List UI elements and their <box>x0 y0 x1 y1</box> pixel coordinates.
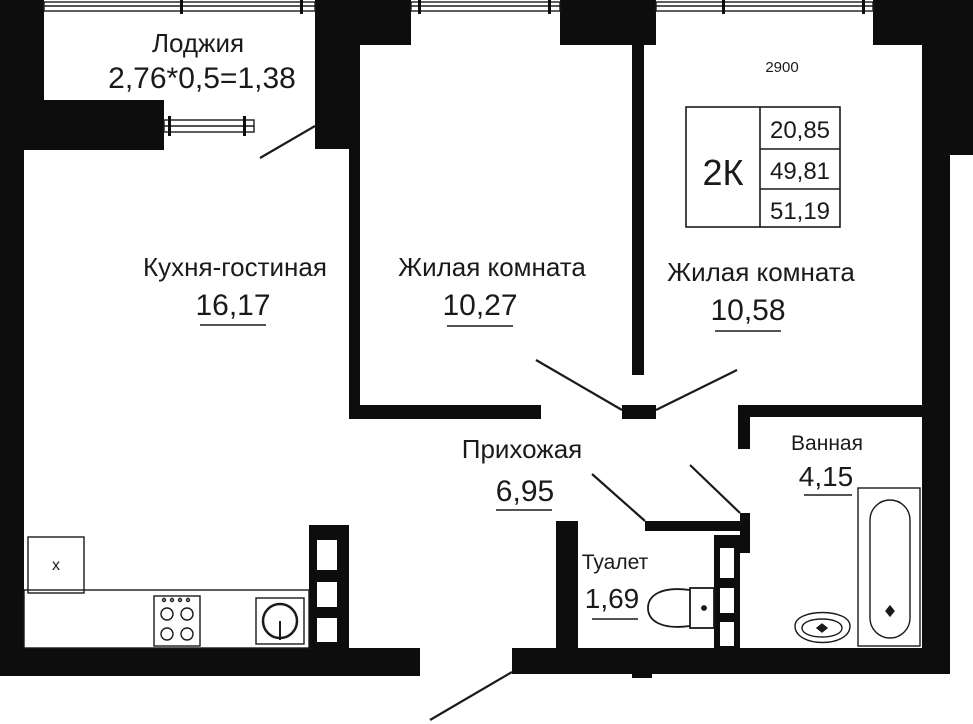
wall-bottom-left <box>0 648 420 676</box>
room1-name: Жилая комната <box>398 252 586 282</box>
kitchen-name: Кухня-гостиная <box>143 252 327 282</box>
bath-fixtures <box>794 487 921 647</box>
loggia-name: Лоджия <box>152 28 244 58</box>
walls <box>0 0 973 676</box>
door-wc <box>591 473 646 522</box>
wc-area: 1,69 <box>585 583 640 614</box>
kitchen-stove <box>153 595 201 647</box>
wall-bath-left <box>740 513 750 553</box>
total-with-loggia-value: 51,19 <box>770 198 830 225</box>
kitchen-sink <box>255 597 305 645</box>
stove-burner <box>160 607 174 621</box>
wall-loggia-parapet <box>24 0 44 100</box>
room2-area: 10,58 <box>710 294 785 327</box>
total-area-value: 49,81 <box>770 158 830 185</box>
bath-area: 4,15 <box>799 461 854 492</box>
room1-area: 10,27 <box>442 289 517 322</box>
wall-room1-left <box>349 149 360 419</box>
toilet-tank <box>689 587 715 629</box>
kitchen-area: 16,17 <box>195 289 270 322</box>
wall-right-outer <box>922 45 973 155</box>
wall-left-outer <box>0 0 24 676</box>
wall-door-stub <box>622 405 656 419</box>
wall-bath-top <box>738 405 922 417</box>
toilet-bowl <box>647 588 691 628</box>
wall-wc-top <box>645 521 740 531</box>
hall-name: Прихожая <box>462 434 582 464</box>
kitchen-worktop <box>23 589 310 649</box>
stove-burner <box>180 627 194 641</box>
kitchen-fridge <box>27 536 85 594</box>
wall-pillar-2 <box>560 0 656 45</box>
room-labels: Лоджия 2,76*0,5=1,38 Кухня-гостиная 16,1… <box>52 28 863 620</box>
wall-bottom-right <box>512 648 950 674</box>
wall-pillar-3 <box>873 0 973 45</box>
area-summary-box: 2К 20,85 49,81 51,19 <box>685 106 841 228</box>
stove-burner <box>160 627 174 641</box>
washbasin <box>794 611 851 644</box>
bath-name: Ванная <box>791 432 863 455</box>
vent-shafts <box>317 540 734 646</box>
fridge-mark: x <box>52 557 60 574</box>
wall-right-outer-2 <box>922 155 950 665</box>
wc-name: Туалет <box>582 551 649 574</box>
bathtub <box>857 487 921 647</box>
wall-kitchen-top <box>24 100 164 150</box>
door-entrance-stub <box>632 674 652 678</box>
dimension-label: 2900 <box>765 59 798 76</box>
bathtub-drain-icon <box>885 604 895 618</box>
door-entrance <box>429 671 513 721</box>
wall-wc-left <box>556 521 578 661</box>
door-loggia <box>259 125 316 159</box>
windows <box>43 1 874 133</box>
bathtub-inner <box>869 499 911 639</box>
wall-pillar-1b <box>315 45 360 149</box>
wall-room-partition <box>632 45 644 375</box>
door-room2 <box>655 369 738 411</box>
wall-pillar-1 <box>315 0 411 45</box>
living-area-value: 20,85 <box>770 117 830 144</box>
window-marks <box>168 0 865 136</box>
loggia-area: 2,76*0,5=1,38 <box>108 62 296 95</box>
wall-room1-bottom <box>349 405 541 419</box>
room2-name: Жилая комната <box>667 257 855 287</box>
kitchen-fixtures <box>23 536 310 649</box>
door-swings <box>259 125 741 721</box>
toilet <box>647 587 715 629</box>
hall-area: 6,95 <box>496 475 554 508</box>
door-bath <box>689 464 741 514</box>
wall-bath-top-stub <box>738 405 750 449</box>
stove-burner <box>180 607 194 621</box>
apartment-type: 2К <box>703 152 744 193</box>
door-room1 <box>535 359 623 411</box>
